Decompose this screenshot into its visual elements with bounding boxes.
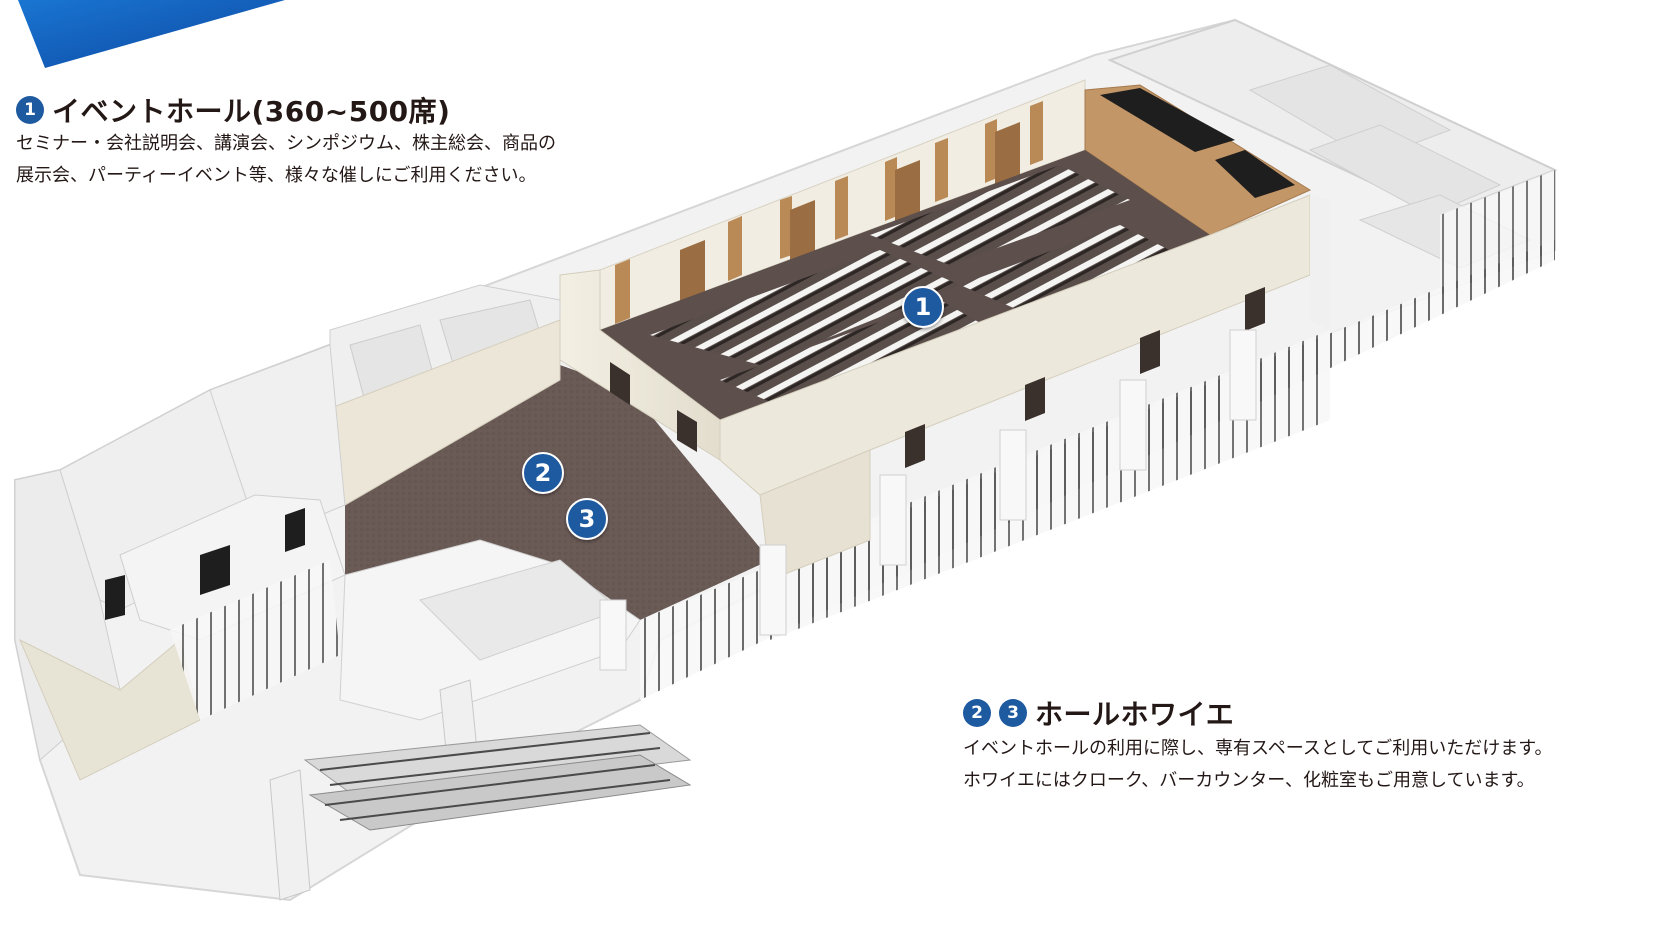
event-hall-badge: 1 [16, 96, 44, 124]
event-hall-back-wall [599, 79, 1086, 331]
event-hall-description-line2: 展示会、パーティーイベント等、様々な催しにご利用ください。 [16, 165, 537, 186]
hall-foyer-badge-3: 3 [999, 699, 1027, 727]
escalators [269, 724, 692, 901]
event-hall-front-walls [559, 194, 1330, 581]
hall-foyer-header: 2 3 ホールホワイエ [963, 693, 1234, 733]
right-rooms [1107, 18, 1558, 295]
event-hall-description: セミナー・会社説明会、講演会、シンポジウム、株主総会、商品の 展示会、パーティー… [16, 128, 556, 192]
map-marker-3: 3 [566, 498, 608, 540]
hall-foyer-description-line2: ホワイエにはクローク、バーカウンター、化粧室もご用意しています。 [963, 770, 1535, 791]
event-hall-title: イベントホール(360~500席) [52, 95, 451, 128]
hall-foyer-description-line1: イベントホールの利用に際し、専有スペースとしてご利用いただけます。 [963, 738, 1553, 759]
hall-foyer-description: イベントホールの利用に際し、専有スペースとしてご利用いただけます。 ホワイエには… [963, 733, 1553, 797]
map-marker-2: 2 [522, 452, 564, 494]
stage [1084, 84, 1312, 236]
left-rooms-block [14, 389, 346, 781]
event-hall-floor [600, 150, 1210, 420]
left-service-rooms [209, 284, 561, 541]
map-marker-1: 1 [902, 286, 944, 328]
hall-foyer-badge-2: 2 [963, 699, 991, 727]
facade-columns [599, 329, 1257, 671]
hall-foyer-title: ホールホワイエ [1035, 698, 1235, 731]
foyer-floor [345, 365, 770, 620]
event-hall-description-line1: セミナー・会社説明会、講演会、シンポジウム、株主総会、商品の [16, 133, 556, 154]
event-hall-header: 1 イベントホール(360~500席) [16, 90, 450, 130]
